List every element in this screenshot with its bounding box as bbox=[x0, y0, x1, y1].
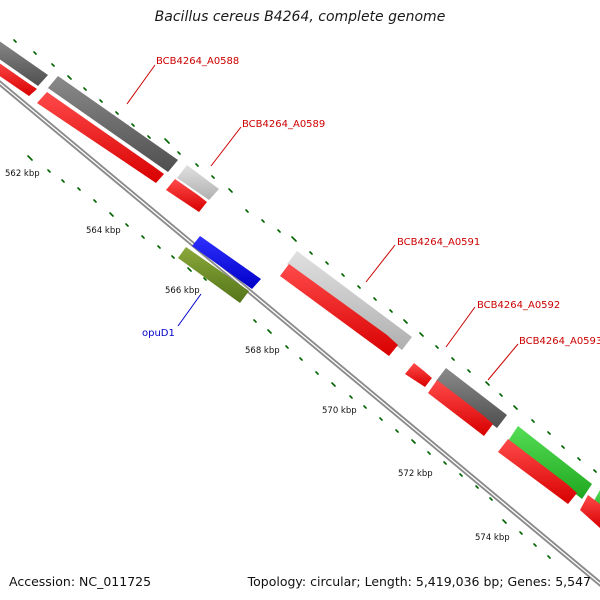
tick-marks bbox=[13, 39, 597, 559]
gene-bar-green bbox=[508, 426, 592, 499]
gene-label-a0589: BCB4264_A0589 bbox=[242, 119, 325, 130]
leader-a0593 bbox=[487, 343, 519, 381]
leader-a0589 bbox=[210, 126, 242, 167]
cds-track bbox=[0, 63, 600, 528]
gene-bar-a0593 bbox=[436, 368, 507, 428]
cds-arrow-a0592 bbox=[405, 363, 432, 387]
tick-label-572: 572 kbp bbox=[398, 469, 433, 479]
gene-label-opud1: opuD1 bbox=[142, 328, 175, 339]
gene-bar-a0589 bbox=[177, 165, 219, 200]
gene-bar-opud1 bbox=[178, 247, 249, 303]
leader-a0588 bbox=[126, 64, 156, 105]
gene-bar-a0588 bbox=[48, 76, 178, 172]
genome-backbone bbox=[0, 80, 600, 587]
map-title: Bacillus cereus B4264, complete genome bbox=[154, 9, 446, 25]
tick-label-568: 568 kbp bbox=[245, 346, 280, 356]
leader-opud1 bbox=[177, 293, 202, 327]
tick-label-562: 562 kbp bbox=[5, 169, 40, 179]
tick-label-574: 574 kbp bbox=[475, 533, 510, 543]
cds-arrow bbox=[0, 63, 37, 96]
gene-bar bbox=[0, 41, 48, 86]
cds-arrow-next bbox=[498, 439, 577, 504]
cds-arrow-a0591 bbox=[280, 264, 398, 356]
leader-a0591 bbox=[365, 244, 396, 283]
gene-label-a0592: BCB4264_A0592 bbox=[477, 300, 560, 311]
cds-arrow-a0593 bbox=[428, 380, 493, 436]
gene-track-outer bbox=[0, 41, 600, 515]
cds-arrow-a0588 bbox=[37, 92, 164, 183]
tick-label-566: 566 kbp bbox=[165, 286, 200, 296]
accession-text: Accession: NC_011725 bbox=[9, 574, 152, 589]
leader-a0592 bbox=[445, 306, 476, 348]
genome-summary-text: Topology: circular; Length: 5,419,036 bp… bbox=[247, 574, 591, 589]
cds-arrow-edge bbox=[580, 495, 600, 528]
tick-label-564: 564 kbp bbox=[86, 226, 121, 236]
gene-label-a0591: BCB4264_A0591 bbox=[397, 237, 480, 248]
reverse-track bbox=[178, 236, 261, 303]
gene-label-a0593: BCB4264_A0593 bbox=[519, 336, 600, 347]
gene-bar-a0591 bbox=[287, 251, 412, 350]
cds-arrow-a0589 bbox=[166, 179, 207, 212]
gene-bar-blue bbox=[192, 236, 261, 289]
gene-label-a0588: BCB4264_A0588 bbox=[156, 56, 239, 67]
tick-label-570: 570 kbp bbox=[322, 406, 357, 416]
